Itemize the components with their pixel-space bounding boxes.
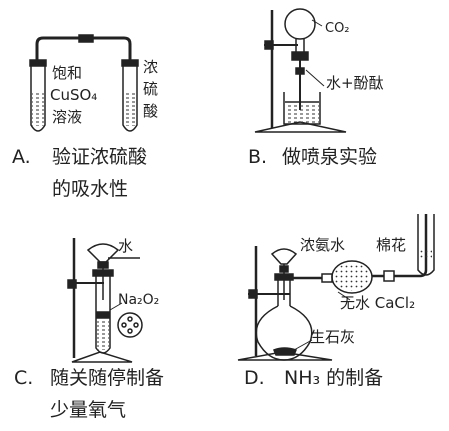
beaker [283, 92, 321, 125]
panel-b-apparatus [254, 8, 347, 133]
panel-b-caption: 做喷泉实验 [282, 146, 377, 168]
co2-label: CO₂ [325, 21, 350, 36]
panel-b-letter: B. [248, 146, 267, 168]
right-tube-label-1: 浓 [143, 58, 158, 76]
dropping-funnel [270, 248, 298, 265]
left-tube-label-3: 溶液 [52, 108, 82, 126]
round-flask [255, 305, 313, 361]
dropping-funnel [86, 243, 120, 263]
na2o2-label: Na₂O₂ [118, 292, 159, 308]
stand-base [254, 121, 347, 133]
panel-d-caption: NH₃ 的制备 [284, 367, 383, 389]
water-phenolphthalein-label: 水+酚酞 [326, 74, 384, 92]
panel-a-caption-line1: 验证浓硫酸 [52, 146, 147, 168]
panel-a-caption-line2: 的吸水性 [52, 178, 128, 200]
left-tube-label-2: CuSO₄ [50, 86, 97, 104]
panel-a-letter: A. [12, 146, 31, 168]
test-tube [95, 276, 111, 354]
panel-c-apparatus [67, 238, 143, 363]
panel-c-caption-line1: 随关随停制备 [50, 367, 164, 389]
right-tube-label-3: 酸 [143, 102, 158, 120]
stand-base [71, 351, 133, 363]
panel-c-caption-line2: 少量氧气 [50, 399, 126, 421]
collecting-tube [417, 214, 435, 276]
left-tube-label-1: 饱和 [52, 64, 82, 82]
panel-c-letter: C. [14, 367, 33, 389]
panel-d-apparatus [237, 214, 435, 361]
right-test-tube [121, 59, 139, 132]
round-flask [284, 8, 316, 40]
panel-d-letter: D. [244, 367, 265, 389]
right-tube-label-2: 硫 [143, 80, 158, 98]
panel-a-apparatus [29, 34, 139, 132]
cotton-label: 棉花 [376, 236, 406, 254]
water-label: 水 [118, 237, 133, 255]
quicklime-label: 生石灰 [310, 328, 355, 346]
tube-clamp [78, 34, 94, 43]
perforated-plate [117, 312, 143, 338]
ammonia-label: 浓氨水 [300, 236, 345, 254]
anhydrous-cacl2-label: 无水 CaCl₂ [340, 294, 415, 312]
left-test-tube [29, 59, 47, 132]
